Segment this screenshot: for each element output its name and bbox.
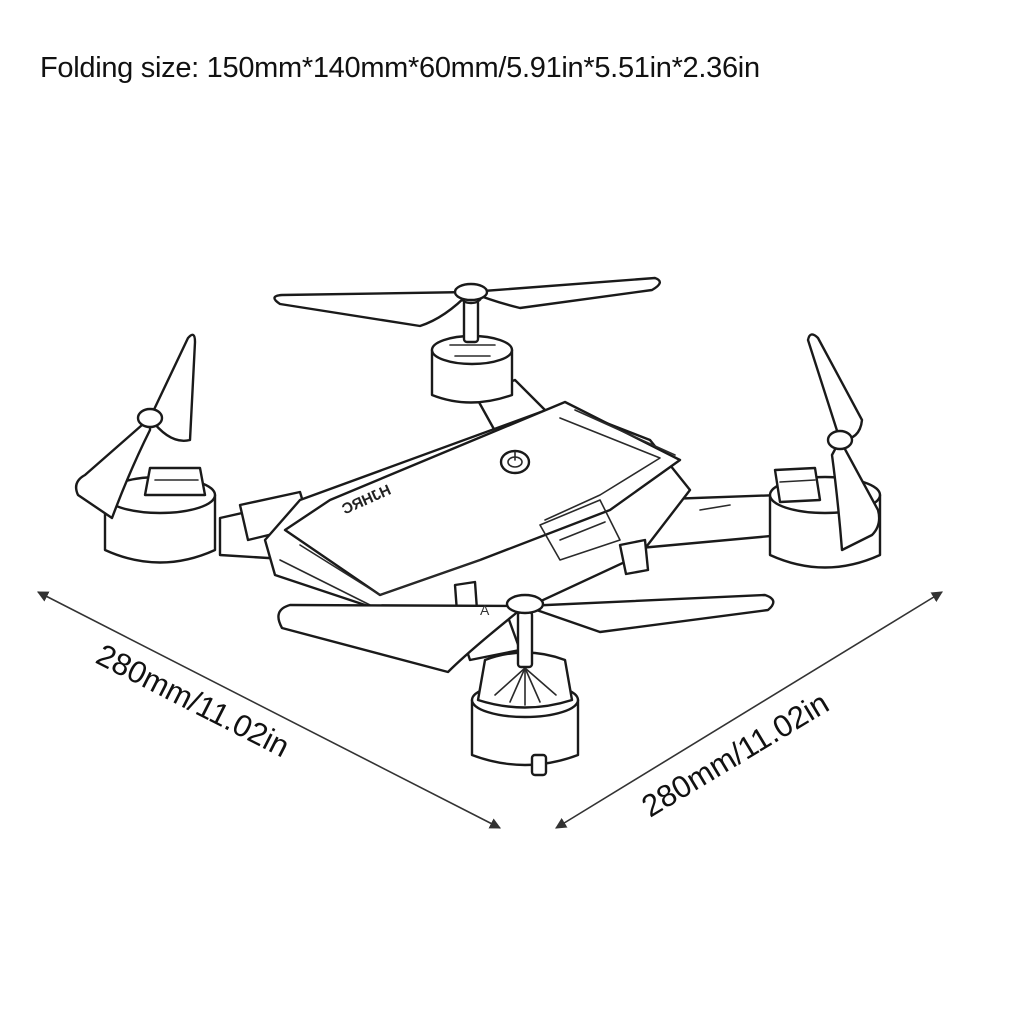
dimension-label-left: 280mm/11.02in [91, 637, 295, 764]
propeller-right [806, 333, 881, 552]
dimension-label-right: 280mm/11.02in [636, 685, 835, 824]
dimension-line-left [37, 591, 501, 829]
drone-body [263, 400, 692, 622]
folding-size-label: Folding size: 150mm*140mm*60mm/5.91in*5.… [40, 52, 760, 84]
propeller-back [273, 276, 661, 328]
propeller-mark: A [480, 602, 490, 618]
power-button-icon [499, 449, 531, 475]
dimension-line-right [555, 591, 943, 829]
motor-front [470, 610, 580, 777]
propeller-front [277, 593, 775, 674]
propeller-left [74, 333, 197, 520]
motor-left [103, 466, 217, 564]
